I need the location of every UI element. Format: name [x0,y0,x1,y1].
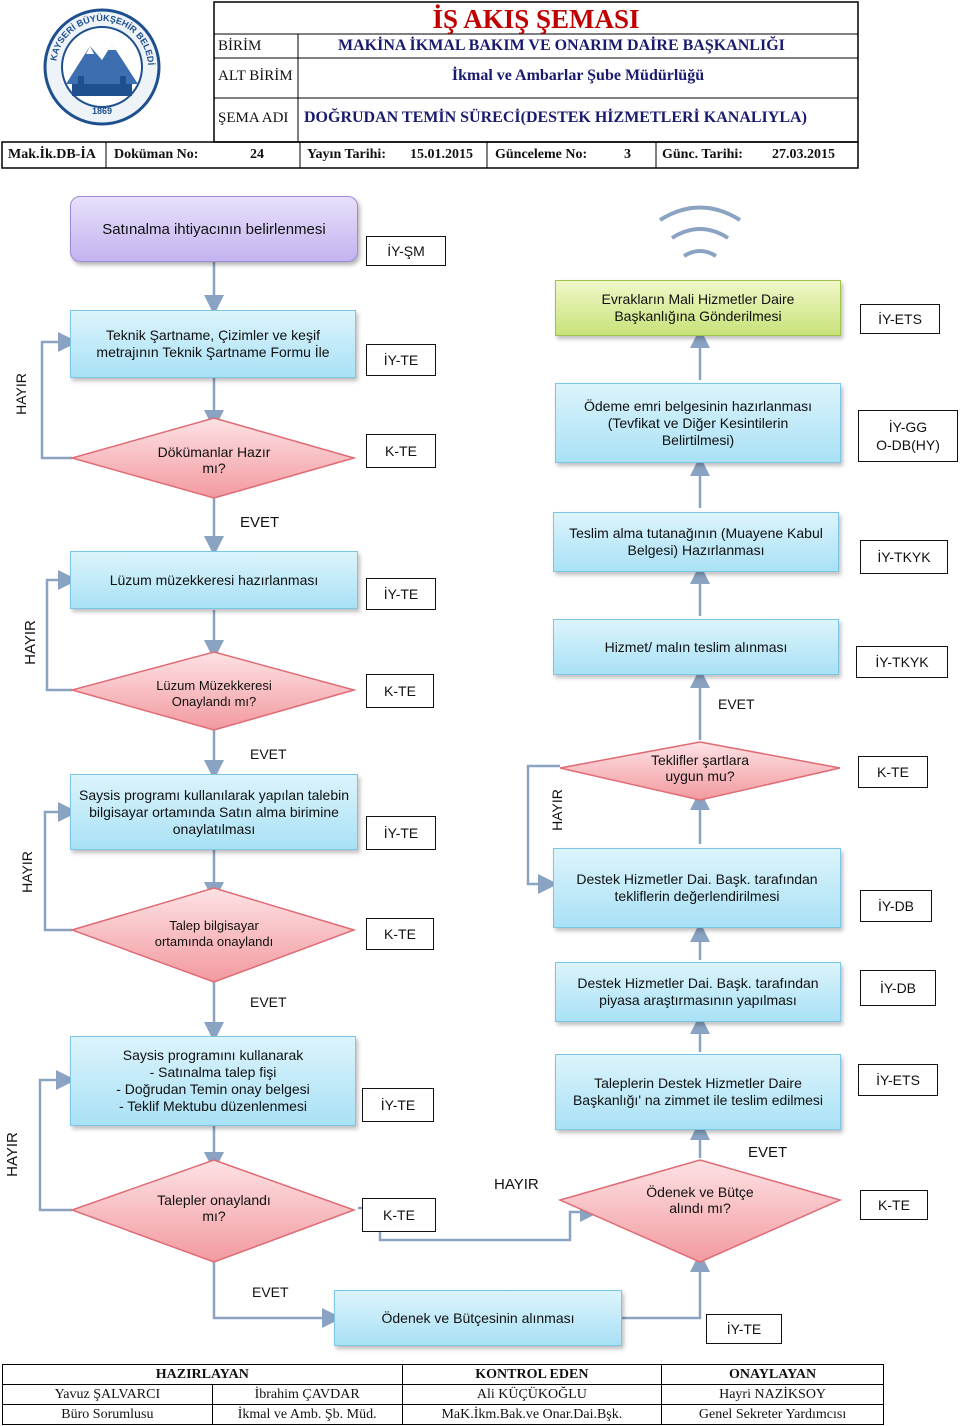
birim-label: BİRİM [218,38,262,54]
hayir-label-2: HAYIR [21,620,39,665]
step-saysis-talep: Saysis programı kullanılarak yapılan tal… [70,774,358,850]
decision-odenek-alindi-tag: K-TE [860,1190,928,1220]
guncelleme-label: Günceleme No: [495,147,588,162]
alt-birim-label: ALT BİRİM [218,68,293,84]
municipality-logo: KAYSERİ BÜYÜKŞEHİR BELEDİYESİ 1869 [39,0,162,128]
evet-label-2: EVET [250,746,287,762]
gunc-tarih-label: Günc. Tarihi: [662,147,743,162]
decision-odenek-alindi-text: Ödenek ve Bütçe alındı mı? [646,1184,754,1216]
hayir-label-5: HAYIR [494,1176,539,1193]
alt-birim-value: İkmal ve Ambarlar Şube Müdürlüğü [451,67,705,84]
footer-person1-name: Yavuz ŞALVARCI [2,1384,213,1405]
decision-luzum-approved [69,651,357,731]
footer-person4-name: Hayri NAZİKSOY [661,1384,884,1405]
decision-talep-approved [69,887,357,983]
hayir-label-r: HAYIR [548,789,565,831]
step-odeme-emri-tag: İY-GG O-DB(HY) [858,410,958,462]
step-teslim-tutanagi-tag: İY-TKYK [860,540,948,574]
hayir-label-1: HAYIR [12,373,29,415]
step-piyasa-arastirmasi: Destek Hizmetler Dai. Başk. tarafından p… [555,962,841,1022]
step-teknik-sartname-tag: İY-TE [366,344,436,376]
step-saysis-belgeler: Saysis programını kullanarak - Satınalma… [70,1036,356,1126]
sema-adi-value: DOĞRUDAN TEMİN SÜRECİ(DESTEK HİZMETLERİ … [304,109,807,126]
evet-label-4: EVET [252,1284,289,1300]
logo-year: 1869 [92,106,112,116]
step-teklif-degerlendirme-tag: İY-DB [860,890,932,922]
footer-kontrol-title: KONTROL EDEN [401,1364,663,1385]
footer-person3-name: Ali KÜÇÜKOĞLU [401,1384,662,1405]
decision-talep-approved-tag: K-TE [366,918,434,950]
decision-teklifler-uygun-text: Teklifler şartlara uygun mu? [650,752,750,784]
footer-person1-role: Büro Sorumlusu [2,1404,213,1425]
step-saysis-belgeler-tag: İY-TE [362,1088,434,1122]
step-evrak-gonderim-tag: İY-ETS [860,304,940,334]
footer-person2-name: İbrahim ÇAVDAR [211,1384,403,1405]
step-zimmet-teslim: Taleplerin Destek Hizmetler Daire Başkan… [555,1054,841,1130]
step-teslim-tutanagi: Teslim alma tutanağının (Muayene Kabul B… [553,512,839,572]
decision-teklifler-uygun [559,741,841,801]
decision-luzum-approved-text: Lüzum Müzekkeresi Onaylandı mı? [156,678,272,709]
step-evrak-gonderim: Evrakların Mali Hizmetler Daire Başkanlı… [555,280,841,336]
step-luzum-muzekkeresi: Lüzum müzekkeresi hazırlanması [70,551,358,609]
decision-teklifler-uygun-tag: K-TE [858,756,928,788]
evet-label-r4: EVET [718,696,755,712]
decision-luzum-approved-tag: K-TE [366,674,434,708]
step-luzum-muzekkeresi-tag: İY-TE [366,578,436,610]
footer-person4-role: Genel Sekreter Yardımcısı [661,1404,884,1425]
step-zimmet-teslim-tag: İY-ETS [858,1064,938,1096]
evet-label-r7: EVET [748,1144,788,1161]
evet-label-1: EVET [240,514,280,531]
decision-documents-ready-text: Dökümanlar Hazır mı? [157,444,271,476]
doc-code: Mak.İk.DB-İA [8,147,96,162]
yayin-label: Yayın Tarihi: [307,147,386,162]
step-saysis-talep-tag: İY-TE [366,816,436,850]
header-title: İŞ AKIŞ ŞEMASI [432,4,640,34]
birim-value: MAKİNA İKMAL BAKIM VE ONARIM DAİRE BAŞKA… [338,37,785,54]
hayir-label-4: HAYIR [3,1132,21,1177]
yayin-value: 15.01.2015 [410,147,473,162]
doc-no-value: 24 [250,147,264,162]
footer-person3-role: MaK.İkm.Bak.ve Onar.Dai.Bşk. [401,1404,662,1425]
decision-talepler-approved-tag: K-TE [362,1198,436,1232]
footer-onaylayan-title: ONAYLAYAN [661,1364,884,1385]
start-tag: İY-ŞM [366,236,446,266]
footer-person2-role: İkmal ve Amb. Şb. Müd. [211,1404,403,1425]
step-teknik-sartname: Teknik Şartname, Çizimler ve keşif metra… [70,310,356,378]
decision-talep-approved-text: Talep bilgisayar ortamında onaylandı [154,918,274,949]
decision-talepler-approved-text: Talepler onaylandı mı? [157,1192,271,1224]
decision-talepler-approved [69,1159,357,1263]
gunc-tarih-value: 27.03.2015 [772,147,835,162]
decision-odenek-alindi [557,1159,843,1263]
document-header: KAYSERİ BÜYÜKŞEHİR BELEDİYESİ 1869 İŞ AK… [0,0,960,170]
decision-documents-ready-tag: K-TE [366,434,436,468]
step-odenek-butce-tag: İY-TE [706,1314,782,1344]
evet-label-3: EVET [250,994,287,1010]
hayir-label-3: HAYIR [18,851,35,893]
step-odeme-emri: Ödeme emri belgesinin hazırlanması (Tevf… [555,383,841,463]
doc-no-label: Doküman No: [114,147,199,162]
signal-icon [658,205,742,258]
step-teslim-alinmasi: Hizmet/ malın teslim alınması [553,619,839,675]
start-box: Satınalma ihtiyacının belirlenmesi [70,196,358,262]
footer-hazirlayan-title: HAZIRLAYAN [2,1364,403,1385]
step-piyasa-arastirmasi-tag: İY-DB [860,970,936,1006]
guncelleme-value: 3 [624,147,631,162]
step-teklif-degerlendirme: Destek Hizmetler Dai. Başk. tarafından t… [553,848,841,928]
sema-adi-label: ŞEMA ADI [218,110,289,126]
step-odenek-butce: Ödenek ve Bütçesinin alınması [334,1290,622,1346]
approval-footer: HAZIRLAYAN KONTROL EDEN ONAYLAYAN Yavuz … [2,1364,884,1425]
decision-documents-ready [69,417,357,499]
step-teslim-alinmasi-tag: İY-TKYK [856,646,948,678]
